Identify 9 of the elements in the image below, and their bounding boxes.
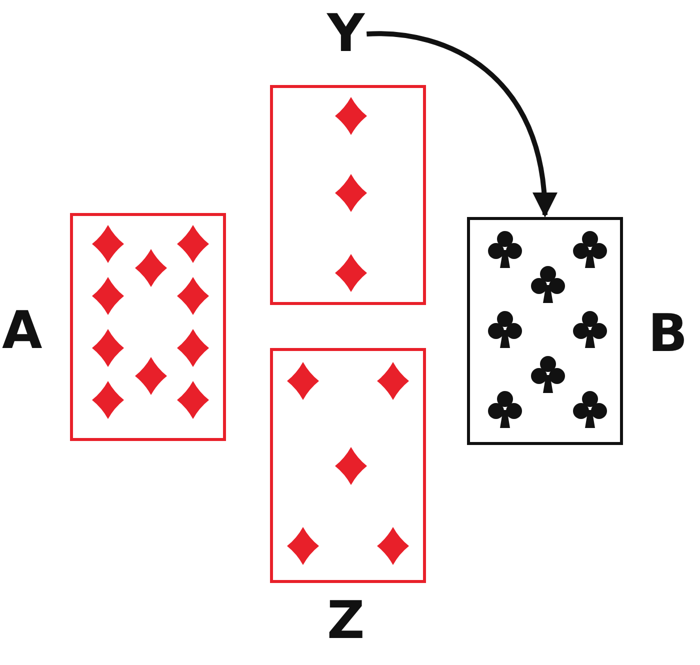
card-letter: B [648,308,688,360]
card-letter: A [2,305,42,357]
playing-card [70,213,226,441]
playing-card [270,85,426,305]
playing-card [270,348,426,583]
card-letter: Z [327,595,365,647]
card-letter: Y [327,8,365,60]
curved-arrow [366,31,556,218]
playing-card [467,217,623,445]
